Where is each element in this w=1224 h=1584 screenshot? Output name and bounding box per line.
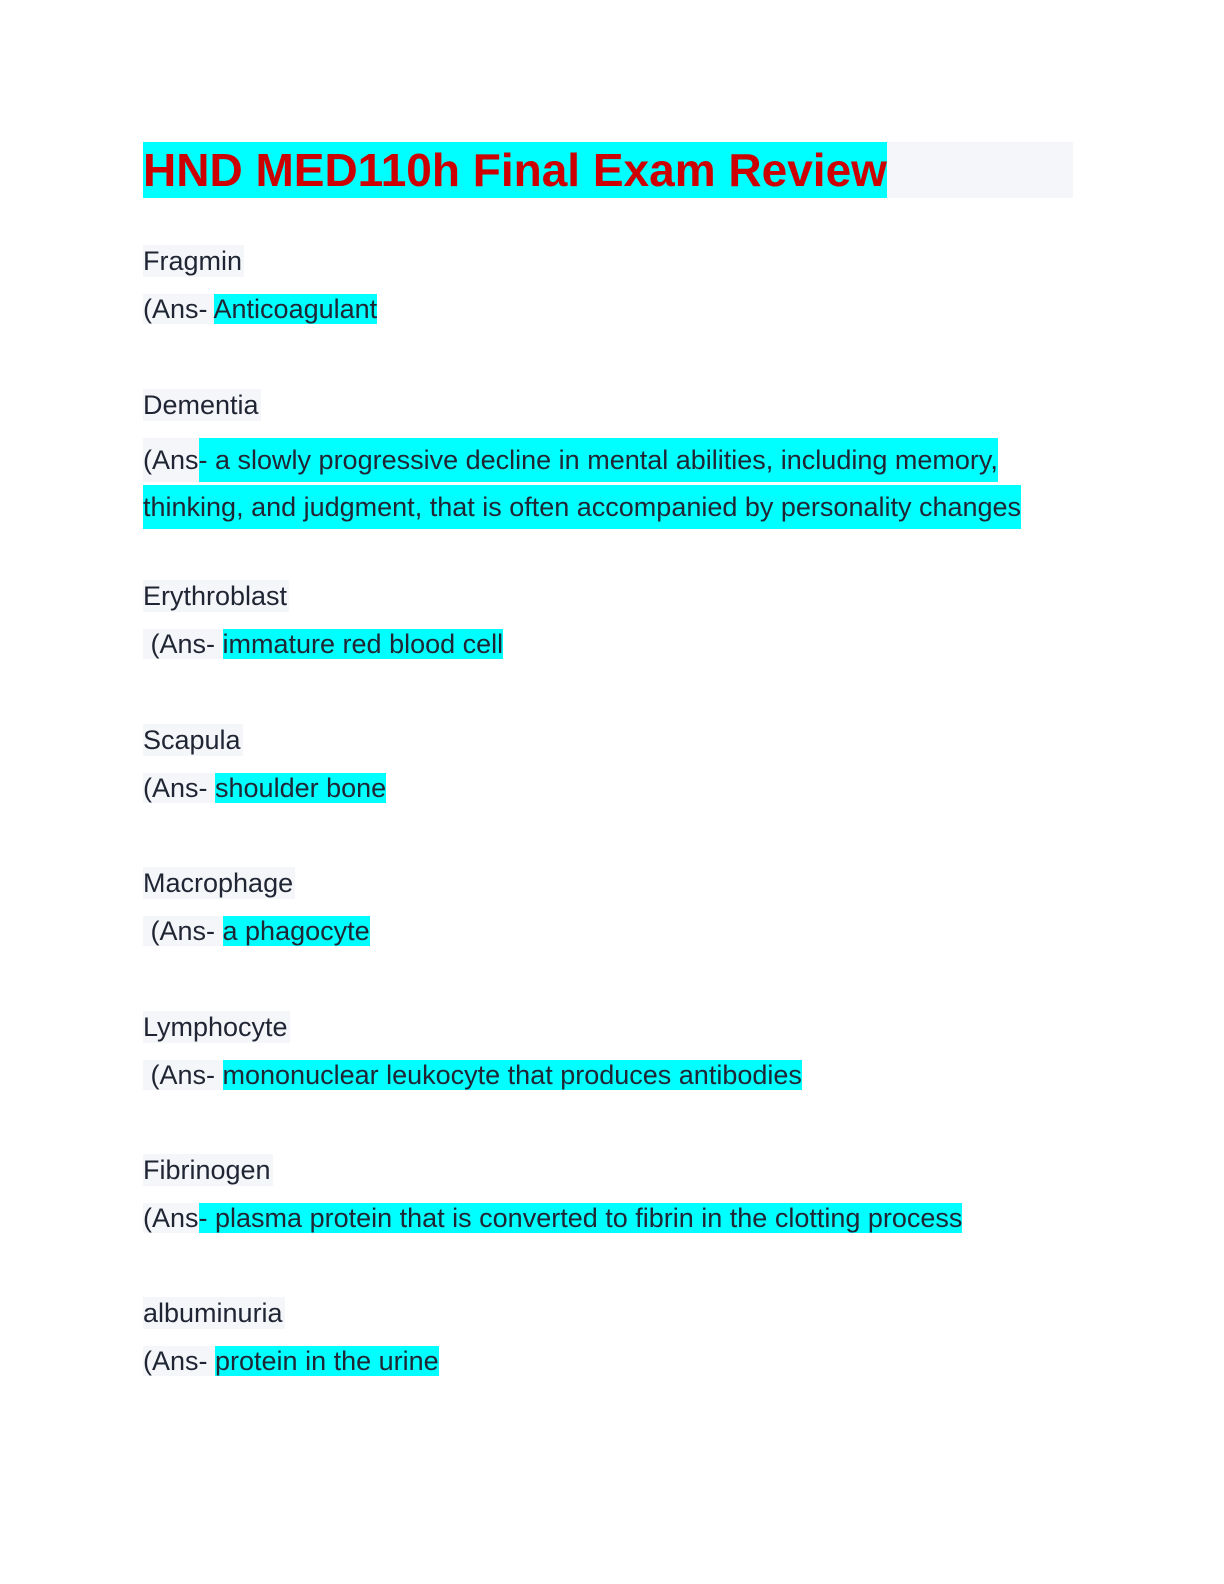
qa-entry-erythroblast: Erythroblast (Ans- immature red blood ce…: [143, 580, 504, 660]
answer-highlight: - plasma protein that is converted to fi…: [198, 1203, 963, 1233]
qa-entry-lymphocyte: Lymphocyte (Ans- mononuclear leukocyte t…: [143, 1011, 802, 1091]
answer-line: (Ans- plasma protein that is converted t…: [143, 1202, 963, 1234]
answer-highlight: Anticoagulant: [213, 294, 378, 324]
answer-highlight: shoulder bone: [215, 773, 387, 803]
answer-prefix: (Ans-: [143, 773, 216, 803]
answer-highlight: a phagocyte: [222, 916, 370, 946]
answer-highlight: mononuclear leukocyte that produces anti…: [222, 1060, 802, 1090]
answer-prefix: (Ans-: [143, 1346, 216, 1376]
answer-highlight: - a slowly progressive decline in mental…: [143, 438, 1022, 529]
answer-prefix: (Ans-: [143, 629, 223, 659]
answer-prefix: (Ans-: [143, 1060, 223, 1090]
answer-highlight: protein in the urine: [215, 1346, 439, 1376]
answer-line: (Ans- a phagocyte: [143, 915, 370, 947]
term-label: albuminuria: [143, 1297, 285, 1329]
qa-entry-dementia: Dementia (Ans- a slowly progressive decl…: [143, 389, 1073, 531]
term-label: Scapula: [143, 724, 243, 756]
term-label: Lymphocyte: [143, 1011, 290, 1043]
answer-prefix: (Ans-: [143, 916, 223, 946]
answer-prefix: (Ans-: [143, 294, 214, 324]
term-label: Fibrinogen: [143, 1154, 273, 1186]
qa-entry-macrophage: Macrophage (Ans- a phagocyte: [143, 867, 370, 947]
qa-entry-fragmin: Fragmin (Ans- Anticoagulant: [143, 245, 378, 325]
answer-paragraph: (Ans- a slowly progressive decline in me…: [143, 437, 1073, 531]
answer-prefix: (Ans: [143, 438, 199, 482]
term-label: Dementia: [143, 389, 261, 421]
answer-prefix: (Ans: [143, 1203, 199, 1233]
answer-line: (Ans- immature red blood cell: [143, 628, 504, 660]
document-title: HND MED110h Final Exam Review: [143, 142, 887, 198]
term-label: Fragmin: [143, 245, 245, 277]
term-label: Erythroblast: [143, 580, 290, 612]
qa-entry-fibrinogen: Fibrinogen (Ans- plasma protein that is …: [143, 1154, 963, 1234]
answer-line: (Ans- shoulder bone: [143, 772, 387, 804]
qa-entry-scapula: Scapula (Ans- shoulder bone: [143, 724, 387, 804]
answer-highlight: immature red blood cell: [222, 629, 504, 659]
qa-entry-albuminuria: albuminuria (Ans- protein in the urine: [143, 1297, 439, 1377]
answer-line: (Ans- Anticoagulant: [143, 293, 378, 325]
answer-line: (Ans- mononuclear leukocyte that produce…: [143, 1059, 802, 1091]
term-label: Macrophage: [143, 867, 296, 899]
answer-line: (Ans- protein in the urine: [143, 1345, 439, 1377]
